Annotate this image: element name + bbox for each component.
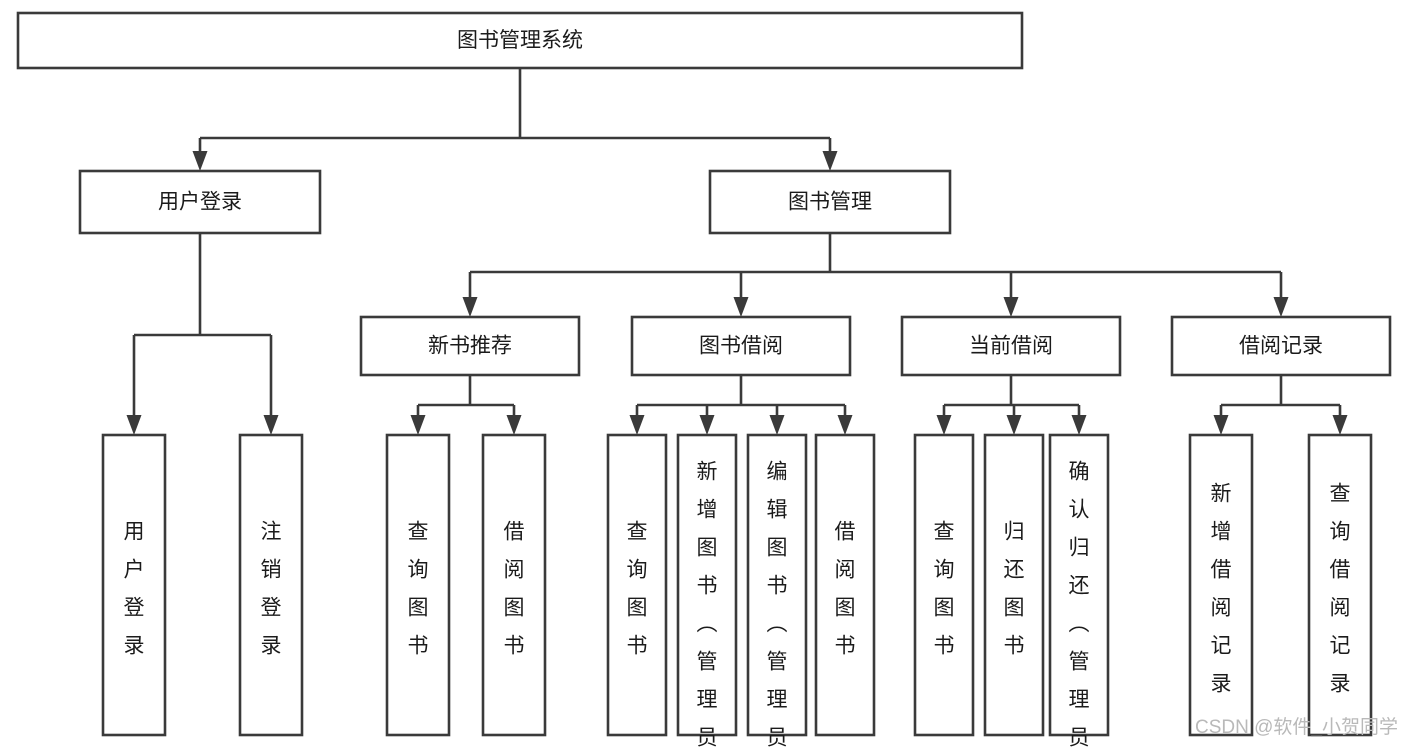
node-box[interactable]: [900, 315, 1122, 377]
node-borrow-record[interactable]: 借阅记录: [1170, 315, 1392, 377]
connector-group-root: [192, 68, 838, 171]
node-box[interactable]: [983, 433, 1045, 737]
connector-group-user-login: [126, 233, 279, 435]
connector-group-book-manage: [462, 233, 1289, 317]
arrow-head-icon: [1273, 297, 1289, 317]
node-box[interactable]: [708, 169, 952, 235]
node-book-borrow[interactable]: 图书借阅: [630, 315, 852, 377]
node-label: 新增借阅记录: [1211, 483, 1232, 696]
node-leaf-return-book[interactable]: 归还图书: [983, 433, 1045, 737]
connector-group-new-book-rec: [410, 375, 522, 435]
node-label: 用户登录: [124, 521, 145, 658]
node-label: 借阅图书: [504, 521, 525, 658]
node-box[interactable]: [481, 433, 547, 737]
arrow-head-icon: [822, 151, 838, 171]
node-book-manage[interactable]: 图书管理: [708, 169, 952, 235]
node-label: 用户登录: [158, 191, 242, 214]
node-label: 借阅记录: [1239, 335, 1323, 358]
node-leaf-query-book-1[interactable]: 查询图书: [385, 433, 451, 737]
arrow-head-icon: [192, 151, 208, 171]
node-label: 查询图书: [627, 521, 648, 658]
arrow-head-icon: [936, 415, 952, 435]
node-label: 注销登录: [261, 521, 282, 658]
arrow-head-icon: [1006, 415, 1022, 435]
node-box[interactable]: [385, 433, 451, 737]
node-leaf-logout[interactable]: 注销登录: [238, 433, 304, 737]
node-box[interactable]: [1307, 433, 1373, 737]
node-root[interactable]: 图书管理系统: [16, 11, 1024, 70]
node-label: 编辑图书︵管理员︶: [767, 461, 788, 747]
node-box[interactable]: [630, 315, 852, 377]
node-leaf-user-login[interactable]: 用户登录: [101, 433, 167, 737]
arrow-head-icon: [462, 297, 478, 317]
connector-layer: [126, 68, 1348, 435]
connector-group-current-borrow: [936, 375, 1087, 435]
arrow-head-icon: [837, 415, 853, 435]
connector-group-borrow-record: [1213, 375, 1348, 435]
node-box[interactable]: [1170, 315, 1392, 377]
arrow-head-icon: [733, 297, 749, 317]
node-leaf-edit-book[interactable]: 编辑图书︵管理员︶: [746, 433, 808, 747]
arrow-head-icon: [263, 415, 279, 435]
node-box[interactable]: [814, 433, 876, 737]
arrow-head-icon: [410, 415, 426, 435]
node-box[interactable]: [1188, 433, 1254, 737]
node-label: 图书管理: [788, 191, 872, 214]
node-label: 查询图书: [934, 521, 955, 658]
node-leaf-add-record[interactable]: 新增借阅记录: [1188, 433, 1254, 737]
arrow-head-icon: [506, 415, 522, 435]
node-label: 图书管理系统: [457, 29, 583, 52]
node-label: 借阅图书: [835, 521, 856, 658]
node-box[interactable]: [746, 433, 808, 737]
node-label: 新增图书︵管理员︶: [697, 461, 718, 747]
node-box[interactable]: [606, 433, 668, 737]
arrow-head-icon: [1071, 415, 1087, 435]
node-box[interactable]: [676, 433, 738, 737]
node-box[interactable]: [1048, 433, 1110, 737]
node-label: 当前借阅: [969, 335, 1053, 358]
node-user-login[interactable]: 用户登录: [78, 169, 322, 235]
node-current-borrow[interactable]: 当前借阅: [900, 315, 1122, 377]
node-box[interactable]: [913, 433, 975, 737]
node-leaf-query-record[interactable]: 查询借阅记录: [1307, 433, 1373, 737]
node-new-book-rec[interactable]: 新书推荐: [359, 315, 581, 377]
connector-group-book-borrow: [629, 375, 853, 435]
node-label: 新书推荐: [428, 335, 512, 358]
node-label: 查询借阅记录: [1330, 483, 1351, 696]
node-label: 确认归还︵管理员︶: [1069, 461, 1090, 747]
arrow-head-icon: [126, 415, 142, 435]
node-label: 图书借阅: [699, 335, 783, 358]
node-label: 查询图书: [408, 521, 429, 658]
node-box[interactable]: [359, 315, 581, 377]
node-box[interactable]: [78, 169, 322, 235]
node-leaf-query-book-2[interactable]: 查询图书: [606, 433, 668, 737]
node-layer: 图书管理系统用户登录图书管理新书推荐图书借阅当前借阅借阅记录用户登录注销登录查询…: [16, 11, 1392, 747]
arrow-head-icon: [1332, 415, 1348, 435]
csdn-watermark: CSDN @软件_小贺同学: [1195, 716, 1398, 738]
arrow-head-icon: [1003, 297, 1019, 317]
arrow-head-icon: [699, 415, 715, 435]
node-label: 归还图书: [1004, 521, 1025, 658]
node-leaf-confirm-return[interactable]: 确认归还︵管理员︶: [1048, 433, 1110, 747]
arrow-head-icon: [1213, 415, 1229, 435]
node-leaf-borrow-book-1[interactable]: 借阅图书: [481, 433, 547, 737]
arrow-head-icon: [629, 415, 645, 435]
node-leaf-borrow-book-2[interactable]: 借阅图书: [814, 433, 876, 737]
node-leaf-add-book[interactable]: 新增图书︵管理员︶: [676, 433, 738, 747]
node-leaf-query-book-3[interactable]: 查询图书: [913, 433, 975, 737]
node-box[interactable]: [101, 433, 167, 737]
node-box[interactable]: [16, 11, 1024, 70]
node-box[interactable]: [238, 433, 304, 737]
arrow-head-icon: [769, 415, 785, 435]
